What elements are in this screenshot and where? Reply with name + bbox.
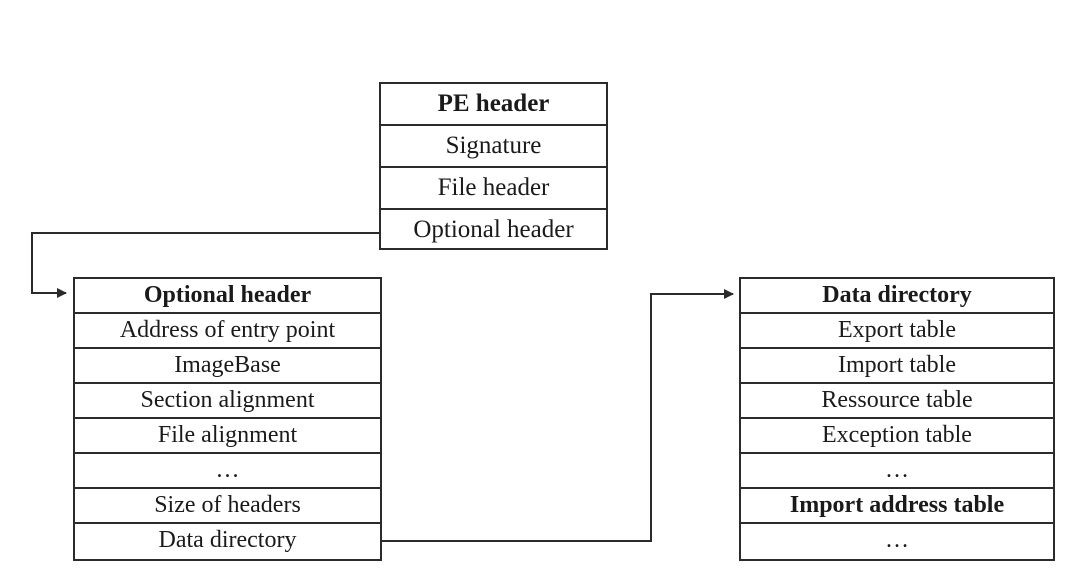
pe-header-table: PE header Signature File header Optional… (379, 82, 608, 250)
optional-header-row-section-alignment: Section alignment (75, 384, 380, 419)
data-directory-row-export-table: Export table (741, 314, 1053, 349)
pe-header-row-signature: Signature (381, 126, 606, 168)
data-directory-row-ellipsis-end: … (885, 527, 909, 553)
data-directory-row-ellipsis: … (741, 454, 1053, 489)
optional-header-row-imagebase: ImageBase (75, 349, 380, 384)
pe-header-title: PE header (381, 84, 606, 126)
optional-header-table: Optional header Address of entry point I… (73, 277, 382, 561)
data-directory-row-exception-table: Exception table (741, 419, 1053, 454)
data-directory-title: Data directory (741, 279, 1053, 314)
data-directory-table: Data directory Export table Import table… (739, 277, 1055, 561)
pe-header-row-file-header: File header (381, 168, 606, 210)
optional-header-row-size-of-headers: Size of headers (75, 489, 380, 524)
data-directory-row-import-table: Import table (741, 349, 1053, 384)
data-directory-row-ressource-table: Ressource table (741, 384, 1053, 419)
optional-header-row-entry-point: Address of entry point (75, 314, 380, 349)
optional-header-title: Optional header (75, 279, 380, 314)
optional-header-row-data-directory: Data directory (158, 527, 297, 553)
optional-header-row-file-alignment: File alignment (75, 419, 380, 454)
arrow-optional-to-data-directory (382, 289, 734, 542)
data-directory-row-import-address-table: Import address table (741, 489, 1053, 524)
optional-header-row-ellipsis: … (75, 454, 380, 489)
pe-header-row-optional-header: Optional header (413, 216, 574, 243)
